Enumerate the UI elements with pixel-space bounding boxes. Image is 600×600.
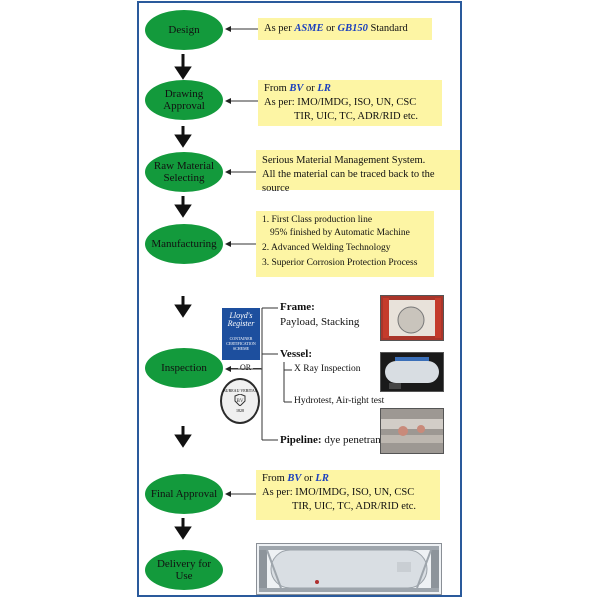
stage-design-label: Design xyxy=(168,24,200,36)
drawing-approval-box: From BV or LR As per: IMO/IMDG, ISO, UN,… xyxy=(258,80,442,126)
bv-logo-year: 1828 xyxy=(235,408,244,413)
manufacturing-item-1b: 95% finished by Automatic Machine xyxy=(270,228,410,238)
inspection-pipeline: Pipeline: dye penetrant xyxy=(280,434,384,446)
stage-drawing-approval: Drawing Approval xyxy=(145,80,223,120)
design-gb150: GB150 xyxy=(337,23,368,34)
pipeline-test-photo xyxy=(380,408,444,454)
pipeline-detail: dye penetrant xyxy=(321,434,384,446)
final-approval-standards-2: TIR, UIC, TC, ADR/RID etc. xyxy=(292,501,417,512)
manufacturing-item-1: 1. First Class production line xyxy=(262,215,373,225)
manufacturing-item-2: 2. Advanced Welding Technology xyxy=(262,243,391,253)
drawing-approval-standards-1: As per: IMO/IMDG, ISO, UN, CSC xyxy=(264,97,417,108)
frame-label: Frame: xyxy=(280,301,315,313)
stage-manufacturing-label: Manufacturing xyxy=(151,238,217,250)
drawing-approval-lr: LR xyxy=(317,83,331,94)
design-prefix: As per xyxy=(264,23,295,34)
frame-detail: Payload, Stacking xyxy=(280,316,360,328)
lloyds-register-logo: Lloyd's Register CONTAINER CERTIFICATION… xyxy=(222,308,260,360)
final-approval-or: or xyxy=(301,473,316,484)
stage-design: Design xyxy=(145,10,223,50)
inspection-frame: Frame: xyxy=(280,301,315,313)
stage-raw-material: Raw Material Selecting xyxy=(145,152,223,192)
bv-logo-text-group: BUREAU VERITAS BV 1828 xyxy=(223,388,257,414)
bv-logo-text: BUREAU VERITAS xyxy=(223,388,257,393)
stage-delivery-label: Delivery for Use xyxy=(156,558,212,582)
raw-material-box: Serious Material Management System. All … xyxy=(256,150,460,194)
frame-inspection-photo xyxy=(380,295,444,341)
stage-raw-material-line1: Raw Material xyxy=(153,160,215,172)
final-approval-bv: BV xyxy=(287,473,302,484)
manufacturing-item-3: 3. Superior Corrosion Protection Process xyxy=(262,258,418,268)
lr-logo-line4: CERTIFICATION xyxy=(226,341,256,346)
lr-logo-line2: Register xyxy=(227,319,255,328)
design-asme: ASME xyxy=(294,23,324,34)
vessel-xray-photo xyxy=(380,352,444,392)
tank-container-illustration xyxy=(257,544,441,594)
stage-drawing-approval-line2: Approval xyxy=(163,100,205,112)
drawing-approval-standards-2: TIR, UIC, TC, ADR/RID etc. xyxy=(294,111,419,122)
lr-logo-line1: Lloyd's xyxy=(229,311,253,320)
design-or: or xyxy=(323,23,338,34)
design-suffix: Standard xyxy=(367,23,408,34)
final-approval-standards-1: As per: IMO/IMDG, ISO, UN, CSC xyxy=(262,487,415,498)
drawing-approval-from: From xyxy=(264,83,290,94)
drawing-approval-bv: BV xyxy=(289,83,304,94)
final-approval-lr: LR xyxy=(315,473,329,484)
raw-material-line1: Serious Material Management System. xyxy=(262,155,426,166)
dye-penetrant-illustration xyxy=(381,409,443,453)
tank-frame-illustration xyxy=(381,296,443,340)
drawing-approval-or: or xyxy=(303,83,318,94)
pipeline-label: Pipeline: xyxy=(280,434,322,446)
design-box: As per ASME or GB150 Standard xyxy=(258,18,432,40)
or-separator: — OR — xyxy=(230,363,262,372)
vessel-detail-hydrotest: Hydrotest, Air-tight test xyxy=(294,396,385,406)
lr-logo-line5: SCHEME xyxy=(232,346,250,351)
manufacturing-box: 1. First Class production line 95% finis… xyxy=(256,211,434,277)
final-approval-from: From xyxy=(262,473,288,484)
raw-material-line2: All the material can be traced back to t… xyxy=(262,169,435,194)
xray-illustration xyxy=(381,353,443,391)
stage-raw-material-line2: Selecting xyxy=(163,172,205,184)
stage-manufacturing: Manufacturing xyxy=(145,224,223,264)
stage-drawing-approval-label: Drawing Approval xyxy=(163,88,205,112)
final-approval-box: From BV or LR As per: IMO/IMDG, ISO, UN,… xyxy=(256,470,440,520)
tank-container-photo xyxy=(256,543,442,595)
vessel-label: Vessel: xyxy=(280,348,312,360)
lr-logo-line3: CONTAINER xyxy=(229,336,253,341)
stage-inspection-label: Inspection xyxy=(161,362,207,374)
bureau-veritas-logo: BUREAU VERITAS BV 1828 xyxy=(220,378,260,424)
stage-final-approval: Final Approval xyxy=(145,474,223,514)
stage-raw-material-label: Raw Material Selecting xyxy=(154,160,214,184)
vessel-detail-xray: X Ray Inspection xyxy=(294,364,361,374)
stage-delivery: Delivery for Use xyxy=(145,550,223,590)
svg-text:BV: BV xyxy=(237,399,244,404)
bv-emblem-icon: BV xyxy=(234,393,246,407)
inspection-vessel: Vessel: xyxy=(280,348,312,360)
stage-inspection: Inspection xyxy=(145,348,223,388)
stage-drawing-approval-line1: Drawing xyxy=(164,88,204,100)
stage-final-approval-label: Final Approval xyxy=(150,488,218,500)
